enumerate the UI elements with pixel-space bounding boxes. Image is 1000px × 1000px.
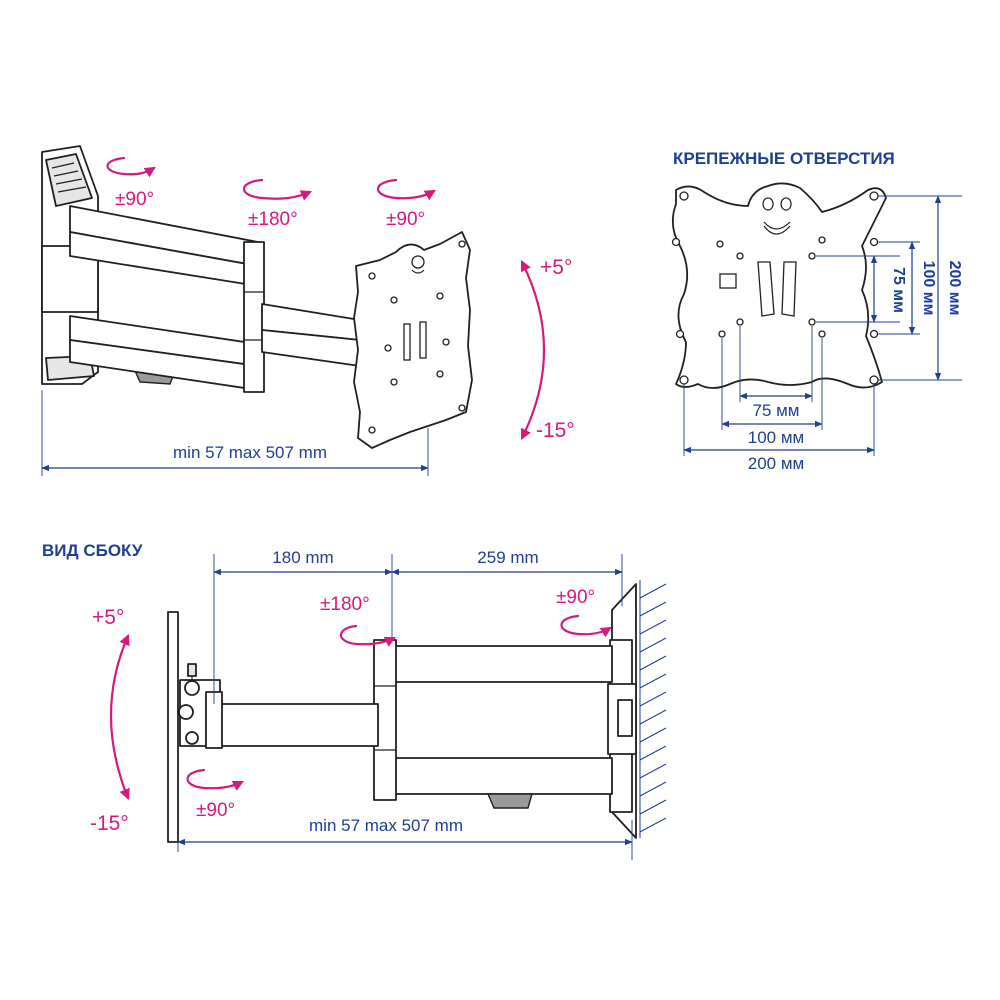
vesa-vertical-dims — [816, 195, 962, 381]
rotation-label-wall: ±90° — [115, 189, 154, 210]
vesa-100-v-label: 100 мм — [920, 261, 937, 316]
rotation-label-middle: ±180° — [248, 209, 298, 230]
side-rotation-wall-label: ±90° — [556, 587, 595, 608]
wall-hatching — [639, 580, 667, 838]
side-tilt-up-label: +5° — [92, 606, 124, 629]
extension-dimension-side — [177, 820, 633, 860]
rotation-label-plate: ±90° — [386, 209, 425, 230]
side-view-heading: ВИД СБОКУ — [42, 541, 143, 560]
side-arm-dimensions — [213, 554, 623, 704]
extension-label-top: min 57 max 507 mm — [173, 443, 327, 462]
side-view-bracket — [167, 583, 637, 843]
vesa-75-h-label: 75 мм — [752, 401, 799, 420]
extension-label-side: min 57 max 507 mm — [309, 816, 463, 835]
mounting-holes-heading: КРЕПЕЖНЫЕ ОТВЕРСТИЯ — [673, 149, 895, 168]
vesa-200-h-label: 200 мм — [748, 454, 804, 473]
vesa-200-v-label: 200 мм — [946, 261, 963, 316]
tilt-up-label: +5° — [540, 256, 572, 279]
top-view-bracket — [41, 145, 473, 449]
tv-plate-top — [353, 231, 473, 449]
arm-length-1-label: 180 mm — [272, 548, 333, 567]
rotation-arrows-top — [106, 156, 546, 440]
side-rotation-plate-label: ±90° — [196, 800, 235, 821]
vesa-horizontal-dims — [683, 326, 875, 456]
vesa-plate — [671, 182, 887, 389]
extension-dimension-top — [41, 390, 429, 476]
tilt-down-label: -15° — [536, 419, 575, 442]
vesa-100-h-label: 100 мм — [748, 428, 804, 447]
side-tilt-down-label: -15° — [90, 812, 129, 835]
rotation-arrows-side — [109, 614, 612, 801]
arm-length-2-label: 259 mm — [477, 548, 538, 567]
side-rotation-middle-label: ±180° — [320, 594, 370, 615]
vesa-75-v-label: 75 мм — [890, 267, 907, 313]
